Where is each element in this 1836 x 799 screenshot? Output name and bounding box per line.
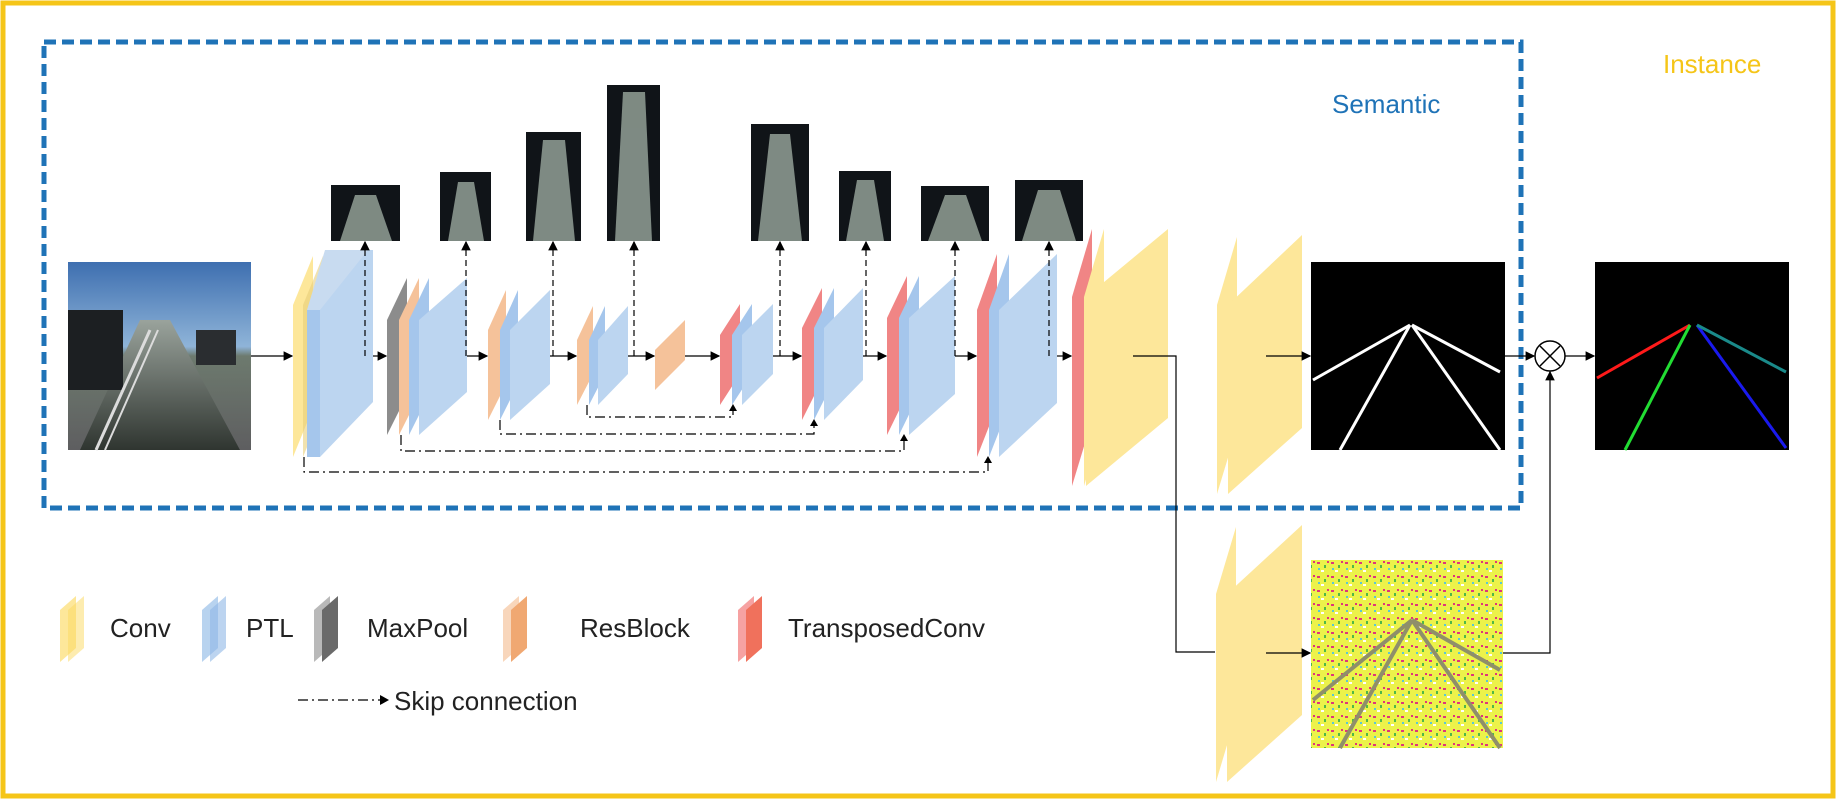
semantic-label: Semantic xyxy=(1332,89,1441,119)
semantic-head-conv xyxy=(1217,235,1302,494)
embedding-output-image xyxy=(1311,560,1503,750)
legend-transposedconv-label: TransposedConv xyxy=(788,613,986,643)
decoder-block-1 xyxy=(720,304,773,405)
decoder-block-2 xyxy=(802,288,863,420)
instance-label: Instance xyxy=(1663,49,1762,79)
legend-skip-label: Skip connection xyxy=(394,686,578,716)
legend-ptl-label: PTL xyxy=(246,613,294,643)
legend-swatches xyxy=(60,596,762,662)
encoder-block-2 xyxy=(387,278,467,435)
multiply-operator xyxy=(1534,340,1566,372)
semantic-output-image xyxy=(1311,262,1505,451)
input-road-image xyxy=(68,262,251,451)
skip-arrowheads xyxy=(729,404,992,463)
forward-arrows xyxy=(251,351,1596,658)
decoder-block-4 xyxy=(977,254,1057,457)
skip-connections xyxy=(303,405,989,473)
bottleneck-resblock xyxy=(655,320,685,390)
instance-output-image xyxy=(1595,262,1789,451)
encoder-block-4 xyxy=(577,306,628,405)
encoder-block-1 xyxy=(293,250,373,457)
legend-conv-label: Conv xyxy=(110,613,171,643)
branch-lines xyxy=(1133,355,1551,654)
decoder-block-5 xyxy=(1072,229,1168,486)
encoder-block-3 xyxy=(488,290,550,420)
semantic-border xyxy=(41,39,1524,511)
thumbnail-arrows xyxy=(360,240,1054,356)
legend-maxpool-label: MaxPool xyxy=(367,613,469,643)
legend-resblock-label: ResBlock xyxy=(580,613,690,643)
instance-head-conv xyxy=(1216,525,1302,782)
decoder-block-3 xyxy=(887,276,955,435)
